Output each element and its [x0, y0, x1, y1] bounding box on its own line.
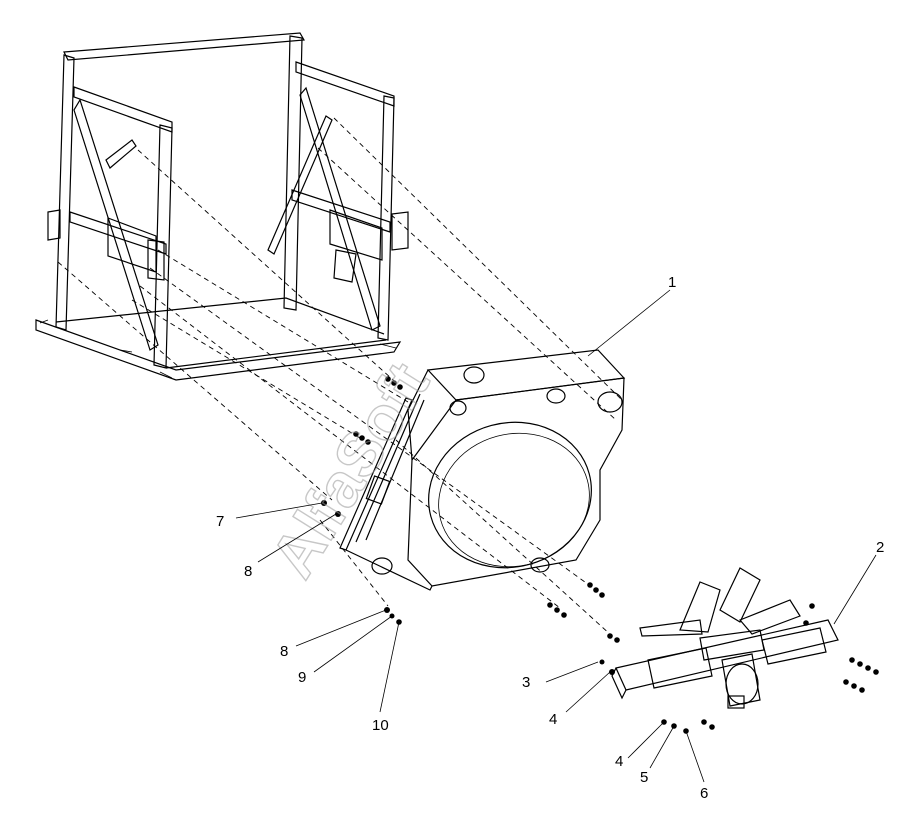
callout-9: 9 [298, 669, 306, 686]
callout-3: 3 [522, 674, 530, 691]
callout-1: 1 [668, 274, 676, 291]
callout-4-upper: 4 [549, 711, 557, 728]
callout-2: 2 [876, 539, 884, 556]
leader-lines [235, 289, 877, 783]
callout-7: 7 [216, 513, 224, 530]
callout-labels: 1 2 3 4 4 5 6 7 8 8 9 10 [216, 274, 884, 802]
watermark: AlfaSoft [258, 351, 442, 589]
support-frame [35, 32, 409, 381]
radiator-shroud [339, 349, 626, 591]
fasteners [321, 376, 879, 734]
fan-assembly [611, 567, 839, 709]
callout-8-upper: 8 [244, 563, 252, 580]
callout-6: 6 [700, 785, 708, 802]
callout-5: 5 [640, 769, 648, 786]
callout-10: 10 [372, 717, 389, 734]
callout-8-lower: 8 [280, 643, 288, 660]
alignment-lines [57, 117, 623, 637]
callout-4-lower: 4 [615, 753, 623, 770]
